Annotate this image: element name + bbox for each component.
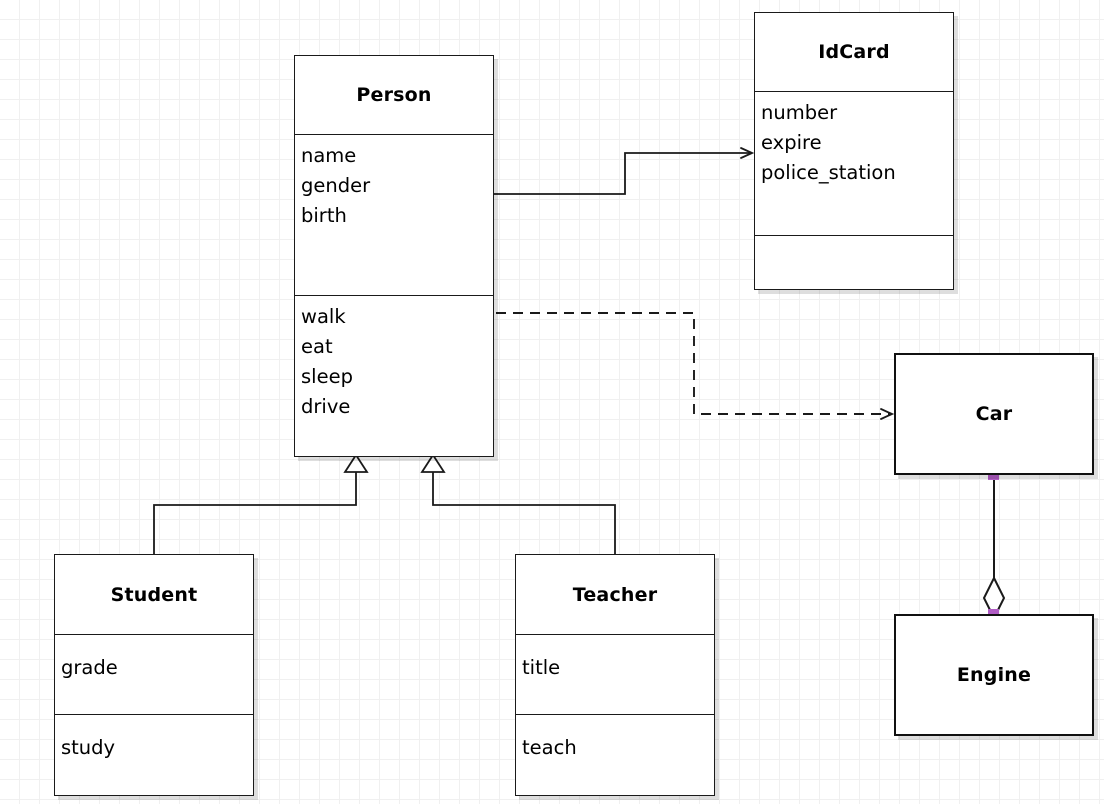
operation-item: eat — [301, 335, 333, 358]
class-title-text: Teacher — [572, 583, 658, 606]
class-name-engine: Engine — [896, 616, 1092, 734]
operation-item: study — [61, 736, 116, 759]
attribute-item: gender — [301, 174, 371, 197]
attribute-item: birth — [301, 204, 347, 227]
edge-teacher-person[interactable] — [420, 453, 616, 554]
class-name-person: Person — [295, 56, 493, 134]
class-attributes-person: name gender birth — [295, 134, 493, 295]
class-operations-person: walk eat sleep drive — [295, 295, 493, 456]
attribute-item: expire — [761, 131, 822, 154]
class-title-text: Student — [110, 583, 198, 606]
class-name-student: Student — [55, 555, 253, 634]
operation-item: teach — [522, 736, 577, 759]
class-operations-student: study — [55, 714, 253, 795]
edge-person-idcard[interactable] — [494, 153, 752, 195]
edge-person-car[interactable] — [496, 312, 892, 414]
attribute-item: title — [522, 656, 561, 679]
attribute-item: grade — [61, 656, 118, 679]
edge-student-person[interactable] — [153, 453, 369, 554]
operation-item: sleep — [301, 365, 353, 388]
edge-car-engine[interactable] — [982, 475, 1006, 621]
class-attributes-teacher: title — [516, 634, 714, 714]
attribute-item: name — [301, 144, 357, 167]
class-operations-teacher: teach — [516, 714, 714, 795]
class-box-student[interactable]: Student grade study — [54, 554, 254, 796]
class-box-person[interactable]: Person name gender birth walk eat sleep … — [294, 55, 494, 457]
attribute-item: number — [761, 101, 838, 124]
class-name-teacher: Teacher — [516, 555, 714, 634]
class-operations-idcard — [755, 235, 953, 289]
class-attributes-student: grade — [55, 634, 253, 714]
class-name-car: Car — [896, 355, 1092, 473]
class-name-idcard: IdCard — [755, 13, 953, 91]
class-title-text: Person — [356, 84, 432, 106]
class-title-text: Engine — [956, 664, 1032, 686]
class-box-car[interactable]: Car — [894, 353, 1094, 475]
class-attributes-idcard: number expire police_station — [755, 91, 953, 235]
class-title-text: IdCard — [818, 41, 890, 63]
class-box-engine[interactable]: Engine — [894, 614, 1094, 736]
attribute-item: police_station — [761, 161, 896, 184]
operation-item: drive — [301, 395, 351, 418]
class-title-text: Car — [975, 403, 1013, 425]
class-box-teacher[interactable]: Teacher title teach — [515, 554, 715, 796]
class-box-idcard[interactable]: IdCard number expire police_station — [754, 12, 954, 290]
operation-item: walk — [301, 305, 346, 328]
